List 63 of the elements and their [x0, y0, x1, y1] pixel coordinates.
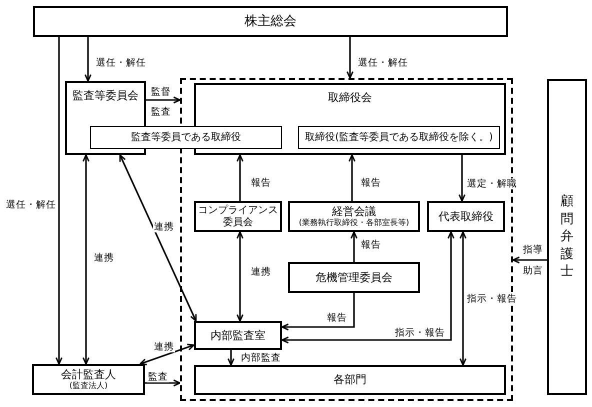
node-label: 会計監査人 [61, 368, 116, 382]
double-arrow [281, 231, 454, 344]
node-label: 監査等委員である取締役 [131, 132, 241, 144]
node-label: 経営会議 [332, 205, 376, 218]
node-label: 代表取締役 [438, 210, 494, 224]
arrow [281, 293, 355, 330]
edge-label: 連携 [250, 266, 272, 278]
edge-label: 監督 [150, 86, 172, 98]
edge-label: 指導 [522, 244, 544, 256]
edge-label: 監査 [147, 371, 169, 383]
node-label: 取締役会 [328, 91, 372, 104]
org-box [298, 126, 500, 149]
annotation-label: 監査 [150, 106, 172, 118]
arrow [84, 37, 92, 82]
node-sublabel: (監査法人) [69, 381, 108, 391]
org-box [33, 6, 508, 37]
edge-label: 選任・解任 [5, 199, 57, 211]
edge-label: 選定・解職 [466, 178, 518, 190]
org-box [288, 201, 420, 232]
arrow [56, 37, 62, 365]
arrow [512, 256, 547, 264]
edge-label: 選任・解任 [95, 57, 147, 69]
edge-label: 内部監査 [240, 352, 282, 364]
arrow [348, 154, 356, 201]
arrow [350, 231, 358, 262]
arrow [146, 96, 181, 104]
node-label: 顧問弁護士 [560, 193, 574, 281]
arrow [228, 350, 234, 366]
node-label: 内部監査室 [210, 328, 266, 342]
edge-label: 連携 [153, 341, 175, 353]
arrow [346, 37, 354, 79]
node-label: 株主総会 [244, 14, 296, 30]
arrow [145, 380, 181, 386]
edge-label: 報告 [250, 177, 272, 189]
double-arrow [460, 231, 466, 366]
edge-label: 報告 [326, 312, 348, 324]
node-sublabel: (業務執行取締役・各部室長等) [298, 218, 410, 228]
org-box [32, 364, 145, 395]
edge-label: 連携 [93, 252, 115, 264]
node-label: コンプライアンス委員会 [197, 204, 279, 228]
org-box [194, 321, 282, 350]
org-box [288, 262, 420, 293]
org-box [90, 126, 282, 149]
edge-label: 連携 [153, 221, 175, 233]
edge-label: 選任・解任 [357, 57, 409, 69]
double-arrow [236, 231, 244, 322]
double-arrow [119, 154, 197, 322]
arrow [458, 155, 466, 202]
node-label: 危機管理委員会 [316, 270, 392, 284]
edge-label: 指示・報告 [466, 293, 518, 305]
edge-label: 報告 [360, 177, 382, 189]
org-box [427, 201, 505, 232]
annotation-label: 助言 [522, 265, 544, 277]
edge-label: 報告 [360, 239, 382, 251]
node-label: 取締役(監査等委員である取締役を除く。) [305, 132, 493, 144]
node-label: 各部門 [334, 373, 366, 387]
double-arrow [82, 154, 90, 365]
node-label: 監査等委員会 [72, 89, 138, 102]
arrow [236, 154, 244, 201]
edge-label: 指示・報告 [394, 327, 446, 339]
vertical-box [547, 79, 587, 395]
org-box [194, 365, 506, 395]
double-arrow [139, 344, 195, 366]
